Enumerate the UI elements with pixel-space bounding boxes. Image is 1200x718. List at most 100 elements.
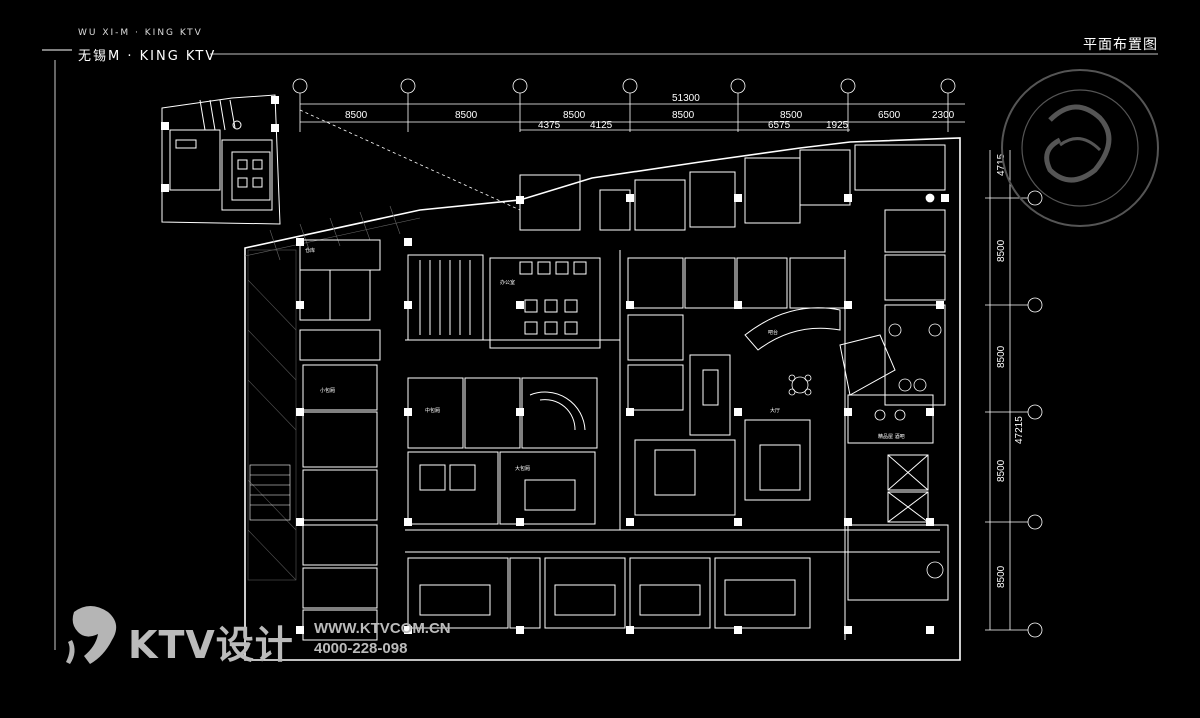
dim-top-6: 2300 bbox=[932, 110, 955, 121]
dim-sub-5: 1925 bbox=[826, 120, 849, 131]
column-marker bbox=[296, 408, 304, 416]
dim-top-3: 8500 bbox=[563, 110, 586, 121]
column-marker bbox=[516, 518, 524, 526]
brand-url: WWW.KTVCOM.CN bbox=[314, 620, 451, 637]
column-marker bbox=[626, 194, 634, 202]
brand-logo-icon bbox=[66, 606, 117, 664]
column-marker bbox=[271, 124, 279, 132]
column-marker bbox=[844, 301, 852, 309]
axis-bubble bbox=[292, 78, 308, 94]
column-marker bbox=[734, 408, 742, 416]
room-label-office: 办公室 bbox=[500, 279, 515, 286]
column-marker bbox=[936, 301, 944, 309]
column-marker bbox=[516, 196, 524, 204]
column-marker bbox=[161, 122, 169, 130]
dim-right-3: 8500 bbox=[996, 345, 1007, 368]
right-axis-bubbles bbox=[985, 190, 1043, 638]
left-strip bbox=[247, 249, 297, 581]
room-label-hall: 大厅 bbox=[770, 407, 780, 414]
axis-bubble bbox=[622, 78, 638, 94]
column-marker bbox=[626, 408, 634, 416]
dim-total-top: 51300 bbox=[672, 93, 700, 104]
dim-right-2: 8500 bbox=[996, 239, 1007, 262]
dim-top-2: 8500 bbox=[455, 110, 478, 121]
column-marker bbox=[404, 408, 412, 416]
brand-phone: 4000-228-098 bbox=[314, 640, 408, 657]
column-marker bbox=[844, 518, 852, 526]
top-axis-bubbles bbox=[292, 78, 956, 132]
axis-bubble bbox=[730, 78, 746, 94]
column-marker bbox=[734, 518, 742, 526]
stamp-watermark bbox=[1001, 69, 1159, 227]
dim-top-3b: 8500 bbox=[672, 110, 695, 121]
column-marker bbox=[626, 518, 634, 526]
dimension-labels: 51300 8500 8500 8500 8500 8500 6500 2300… bbox=[345, 93, 1025, 588]
hall-furniture bbox=[788, 193, 944, 579]
column-marker bbox=[734, 301, 742, 309]
column-marker bbox=[734, 194, 742, 202]
column-marker bbox=[404, 518, 412, 526]
column-marker bbox=[926, 518, 934, 526]
room-labels: 大厅 吧台 精品屋 酒吧 大包厢 中包厢 小包厢 办公室 仓库 bbox=[305, 247, 905, 472]
dim-sub-4: 6575 bbox=[768, 120, 791, 131]
column-marker bbox=[296, 238, 304, 246]
room-label-small-box: 小包厢 bbox=[320, 387, 335, 394]
column-marker bbox=[296, 626, 304, 634]
dim-right-1: 4715 bbox=[996, 153, 1007, 176]
axis-bubble bbox=[840, 78, 856, 94]
dim-sub-2: 4125 bbox=[590, 120, 613, 131]
annex-plan bbox=[161, 94, 281, 225]
axis-bubble bbox=[512, 78, 528, 94]
column-marker bbox=[404, 301, 412, 309]
column-marker bbox=[844, 408, 852, 416]
column-marker bbox=[734, 626, 742, 634]
room-label-storage: 仓库 bbox=[305, 247, 315, 254]
dim-top-4: 8500 bbox=[780, 110, 803, 121]
column-marker bbox=[404, 238, 412, 246]
column-marker bbox=[516, 408, 524, 416]
column-marker bbox=[161, 184, 169, 192]
axis-bubble bbox=[1027, 190, 1043, 206]
column-marker bbox=[626, 301, 634, 309]
axis-bubble bbox=[1027, 514, 1043, 530]
column-marker bbox=[516, 301, 524, 309]
axis-bubble bbox=[940, 78, 956, 94]
room-label-big-box: 大包厢 bbox=[515, 465, 530, 472]
column-marker bbox=[516, 626, 524, 634]
axis-bubble bbox=[400, 78, 416, 94]
axis-bubble bbox=[1027, 622, 1043, 638]
interior-walls bbox=[299, 144, 949, 641]
axis-bubble bbox=[1027, 297, 1043, 313]
column-marker bbox=[404, 626, 412, 634]
hatch-band bbox=[244, 205, 421, 261]
column-marker bbox=[626, 626, 634, 634]
dim-right-5: 8500 bbox=[996, 565, 1007, 588]
dim-right-total: 47215 bbox=[1014, 416, 1025, 444]
building-outline bbox=[244, 137, 961, 661]
column-marker bbox=[296, 518, 304, 526]
right-dimension-chain bbox=[989, 150, 1011, 630]
dim-sub-1: 4375 bbox=[538, 120, 561, 131]
top-dimension-chain bbox=[299, 103, 965, 211]
column-marker bbox=[926, 626, 934, 634]
room-label-lounge: 精品屋 酒吧 bbox=[878, 433, 905, 440]
column-marker bbox=[941, 194, 949, 202]
dim-top-1: 8500 bbox=[345, 110, 368, 121]
column-marker bbox=[926, 408, 934, 416]
column-marker bbox=[844, 194, 852, 202]
brand-name: KTV设计 bbox=[128, 623, 294, 667]
sheet-title: 平面布置图 bbox=[1083, 37, 1158, 53]
project-name-cn: 无锡M · KING KTV bbox=[78, 49, 217, 64]
drawing-frame bbox=[42, 49, 1158, 650]
project-name-en: WU XI-M · KING KTV bbox=[78, 28, 203, 38]
dim-right-4: 8500 bbox=[996, 459, 1007, 482]
column-marker bbox=[296, 301, 304, 309]
room-label-bar: 吧台 bbox=[768, 329, 778, 336]
column-marker bbox=[271, 96, 279, 104]
room-label-mid-box: 中包厢 bbox=[425, 407, 440, 414]
dim-top-5: 6500 bbox=[878, 110, 901, 121]
column-marker bbox=[844, 626, 852, 634]
structural-columns bbox=[161, 96, 949, 634]
